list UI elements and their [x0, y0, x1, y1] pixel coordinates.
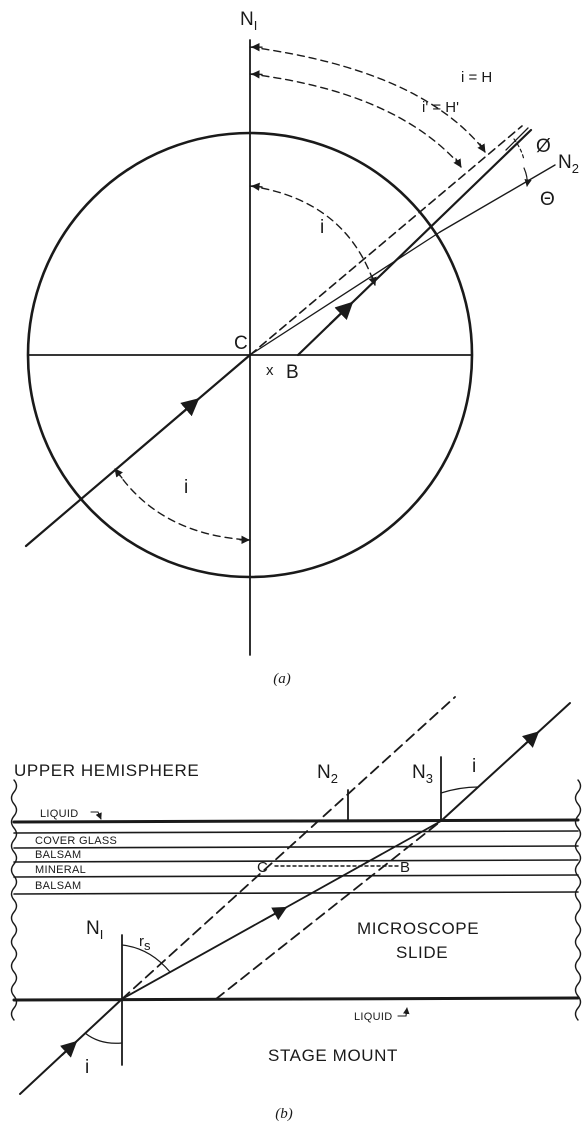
- label-slide: SLIDE: [396, 943, 448, 962]
- label-layer-balsam-bottom: BALSAM: [35, 880, 81, 892]
- incident-ray: [24, 353, 252, 548]
- layer-line-balsam-top: [13, 845, 579, 849]
- arc-i-equals-h-arrowtail: [477, 143, 486, 153]
- arc-b-i-bottom: [84, 1032, 123, 1044]
- ray-continuation-c: [249, 231, 441, 356]
- label-b-i-bottom: i: [85, 1057, 89, 1078]
- arc-i-equals-h: [249, 46, 485, 151]
- label-a-i-equals-h: i = H: [461, 69, 492, 86]
- label-liquid-bottom: LIQUID: [354, 1011, 392, 1023]
- label-microscope: MICROSCOPE: [357, 919, 479, 938]
- label-a-x: x: [266, 362, 274, 379]
- label-a-i-upper: i: [320, 217, 324, 238]
- panel-b: [10, 696, 582, 1095]
- label-b-i-top: i: [472, 756, 476, 777]
- label-a-n1: NI: [240, 9, 257, 33]
- arc-i-lower-arrowhead: [114, 468, 123, 479]
- layer-line-mineral-bottom: [13, 874, 579, 878]
- wavy-edge-left: [10, 779, 18, 1021]
- label-b-b: B: [400, 859, 410, 876]
- main-ray-middle-arrow: [261, 906, 288, 922]
- label-b-n1: NI: [86, 918, 103, 942]
- arc-i-upper-arrowtail: [368, 275, 377, 286]
- incident-ray-arrow: [178, 398, 200, 417]
- layer-line-slide-bottom: [12, 996, 580, 1002]
- label-layer-liquid: LIQUID: [40, 808, 78, 820]
- label-stage-mount: STAGE MOUNT: [268, 1046, 398, 1065]
- main-ray-upper: [440, 702, 571, 822]
- arc-i-prime-arrowhead: [251, 70, 263, 79]
- label-b-n3: N3: [412, 762, 433, 786]
- panel-a: [24, 39, 556, 656]
- leader-liquid-bottom: [397, 1007, 410, 1017]
- main-ray-upper-arrow: [521, 731, 540, 748]
- caption-a: (a): [273, 671, 291, 687]
- leader-liquid-top: [90, 811, 102, 820]
- ray-b-arrow: [328, 301, 354, 326]
- caption-b: (b): [275, 1106, 293, 1122]
- panel-b-labels: N2 N3 i UPPER HEMISPHERE LIQUID COVER GL…: [14, 756, 479, 1122]
- label-layer-cover-glass: COVER GLASS: [35, 835, 117, 847]
- label-a-theta: Θ: [540, 189, 555, 210]
- arc-i-upper-arrowhead: [251, 182, 263, 191]
- ray-tip-segment: [505, 127, 529, 151]
- dashed-ray-right: [215, 820, 442, 1000]
- layer-line-liquid-top: [12, 818, 580, 824]
- dashed-ray-c: [249, 125, 523, 356]
- arc-i-lower: [115, 469, 251, 541]
- label-upper-hemisphere: UPPER HEMISPHERE: [14, 761, 199, 780]
- dashed-ray-left: [121, 696, 456, 1000]
- wavy-edge-right: [574, 779, 582, 1021]
- arc-b-i-top: [440, 786, 479, 794]
- layer-line-mineral-top: [13, 859, 579, 863]
- arc-i-prime: [249, 73, 461, 166]
- arc-i-prime-arrowtail: [453, 158, 462, 168]
- layer-line-balsam-bottom: [13, 891, 579, 895]
- label-a-phi: Ø: [536, 136, 551, 157]
- arc-theta-arrow: [524, 179, 532, 187]
- normal-n2-line: [439, 164, 556, 233]
- arc-phi: [513, 138, 525, 161]
- label-a-c: C: [234, 333, 248, 354]
- label-b-rs: rs: [139, 933, 151, 953]
- panel-a-labels: NI i = H i' = H' Ø N2 Θ i C x B i (a): [184, 9, 579, 687]
- label-a-i-prime: i' = H': [422, 99, 459, 116]
- label-b-c: C: [257, 859, 268, 876]
- main-ray-lower-arrow: [60, 1040, 78, 1058]
- arc-i-upper: [249, 185, 375, 284]
- label-layer-balsam-top: BALSAM: [35, 849, 81, 861]
- label-a-b: B: [286, 362, 299, 383]
- label-a-i-lower: i: [184, 477, 188, 498]
- label-layer-mineral: MINERAL: [35, 864, 86, 876]
- label-b-n2: N2: [317, 762, 338, 786]
- arc-b-rs: [121, 944, 171, 973]
- label-a-n2: N2: [558, 152, 579, 176]
- layer-line-cover-glass: [13, 830, 579, 834]
